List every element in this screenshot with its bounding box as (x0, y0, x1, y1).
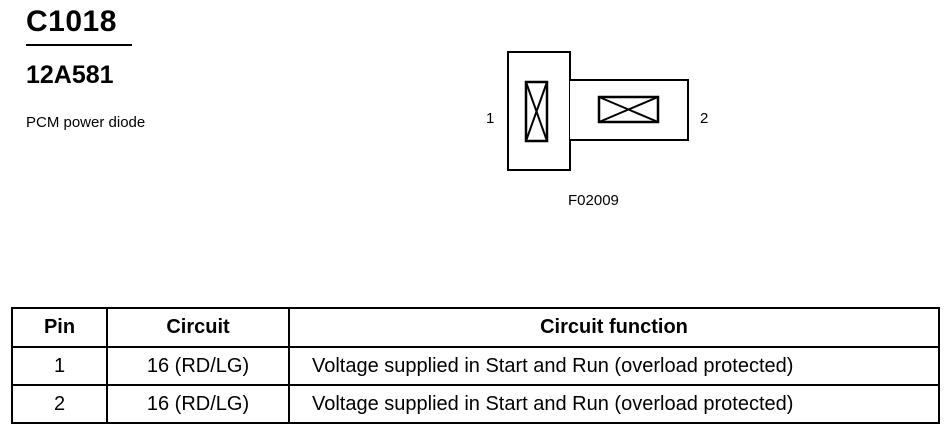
title-underline (26, 44, 132, 46)
cell-pin: 2 (11, 384, 108, 424)
figure-code: F02009 (568, 192, 619, 209)
pin-2-terminal (597, 95, 660, 124)
pin-1-terminal (524, 80, 549, 143)
table-row: 2 16 (RD/LG) Voltage supplied in Start a… (11, 384, 940, 424)
cell-circuit-function: Voltage supplied in Start and Run (overl… (288, 346, 940, 386)
part-number: 12A581 (26, 61, 114, 89)
cell-pin: 1 (11, 346, 108, 386)
cell-circuit: 16 (RD/LG) (106, 346, 290, 386)
column-header-pin: Pin (11, 307, 108, 348)
pin-1-label: 1 (486, 110, 494, 127)
cell-circuit-function: Voltage supplied in Start and Run (overl… (288, 384, 940, 424)
column-header-circuit-function: Circuit function (288, 307, 940, 348)
cell-circuit: 16 (RD/LG) (106, 384, 290, 424)
table-row: 1 16 (RD/LG) Voltage supplied in Start a… (11, 346, 940, 386)
table-header-row: Pin Circuit Circuit function (11, 307, 940, 348)
connector-id-title: C1018 (26, 5, 117, 38)
pinout-table: Pin Circuit Circuit function 1 16 (RD/LG… (11, 307, 940, 424)
connector-description: PCM power diode (26, 114, 146, 131)
connector-diagram: 1 2 (486, 51, 708, 171)
column-header-circuit: Circuit (106, 307, 290, 348)
pin-2-label: 2 (700, 110, 708, 127)
